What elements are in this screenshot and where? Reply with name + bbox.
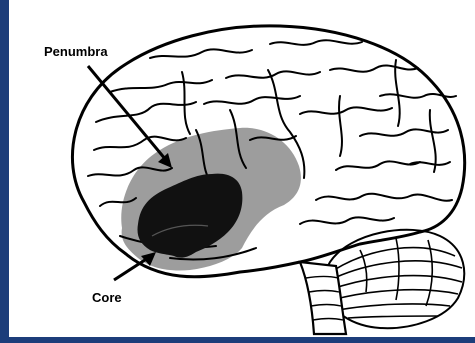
- cerebellum: [324, 230, 464, 328]
- frame-bottom-border: [0, 337, 475, 343]
- frame-left-border: [0, 0, 9, 343]
- penumbra-label: Penumbra: [44, 44, 108, 59]
- core-label: Core: [92, 290, 122, 305]
- penumbra-pointer: [88, 66, 172, 168]
- core-pointer: [114, 252, 156, 280]
